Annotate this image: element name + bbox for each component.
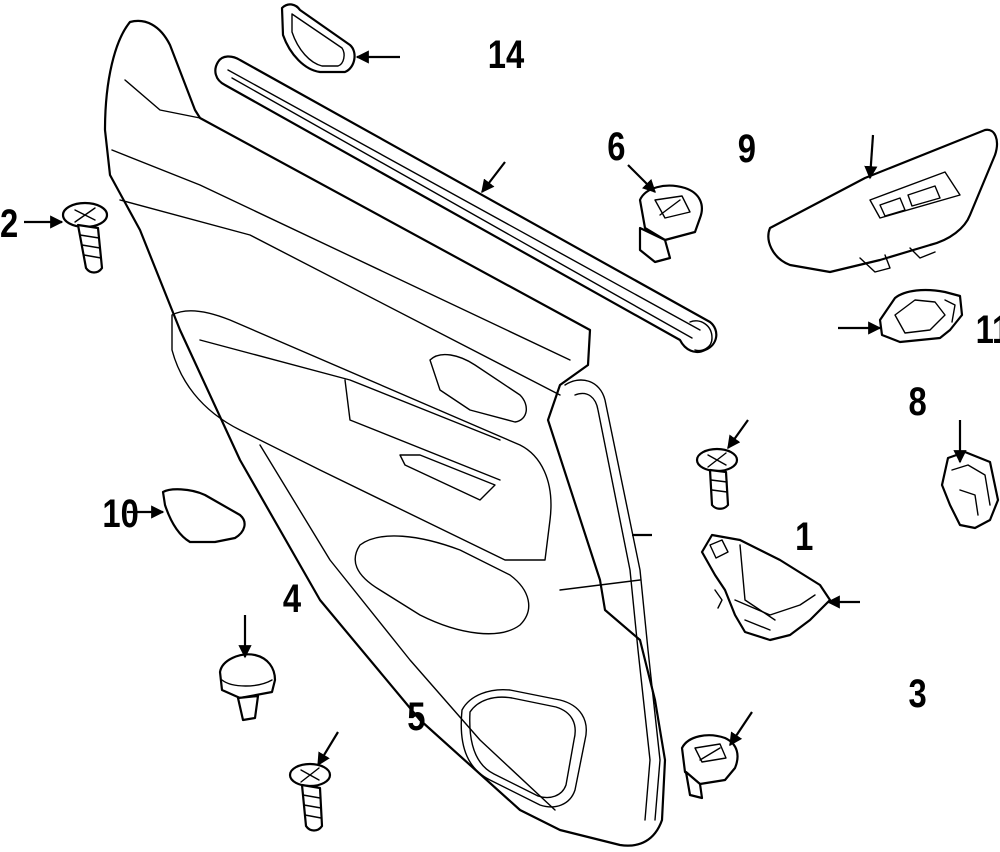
pad-10 [161,488,246,544]
leader-3 [729,711,753,747]
callout-labels: 14 6 9 12 2 11 8 13 10 1 7 4 3 5 [0,32,1000,739]
bracket-13 [940,450,1000,530]
screw-5 [288,762,332,832]
leader-6 [481,161,506,194]
door-trim-panel [103,19,667,847]
callout-8: 8 [909,379,927,424]
screw-2 [61,201,109,274]
callout-4: 4 [283,576,302,621]
clip-9 [638,184,703,264]
clip-4 [218,653,277,722]
clip-3 [680,734,739,800]
callout-6: 6 [607,124,625,169]
callout-9: 9 [738,126,756,171]
leader-8 [727,419,749,450]
belt-moulding [214,55,718,354]
callout-1: 1 [795,514,813,559]
leader-5 [317,731,339,767]
leader-9 [627,164,656,193]
callout-10: 10 [102,491,138,536]
callout-3: 3 [909,671,927,716]
leader-lines [24,50,967,767]
handle-bracket [700,533,832,642]
leader-12 [864,134,878,180]
trim-cover-piece [280,3,356,74]
window-switch [878,288,964,344]
screw-8 [695,447,739,510]
callout-11: 11 [976,307,1000,352]
callout-2: 2 [0,201,18,246]
callout-5: 5 [407,694,425,739]
callout-14: 14 [488,32,525,77]
window-switch-bezel [767,128,999,274]
